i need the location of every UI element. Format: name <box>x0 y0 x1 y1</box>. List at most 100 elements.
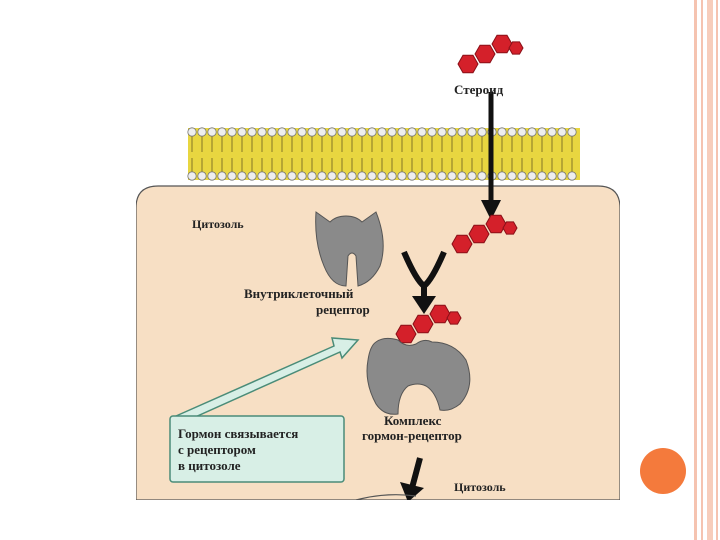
lipid-head <box>317 171 327 181</box>
lipid-head <box>307 127 317 137</box>
lipid-head <box>197 127 207 137</box>
lipid-head <box>427 127 437 137</box>
binding-arrow <box>401 250 447 314</box>
lipid-head <box>567 171 577 181</box>
lipid-head <box>557 171 567 181</box>
lipid-head <box>377 171 387 181</box>
lipid-head <box>517 171 527 181</box>
steroid-molecule-cytosol <box>451 214 518 254</box>
lipid-head <box>327 171 337 181</box>
lipid-head <box>307 171 317 181</box>
lipid-head <box>457 127 467 137</box>
label-receptor-line2: рецептор <box>316 302 370 317</box>
lipid-head <box>377 127 387 137</box>
lipid-head <box>547 127 557 137</box>
lipid-head <box>367 127 377 137</box>
lipid-head <box>467 127 477 137</box>
lipid-head <box>427 171 437 181</box>
lipid-head <box>357 127 367 137</box>
lipid-head <box>497 127 507 137</box>
steroid-ring <box>446 311 462 325</box>
steroid-ring <box>485 214 507 234</box>
steroid-ring <box>491 34 513 54</box>
intracellular-receptor-shape <box>315 211 384 287</box>
lipid-head <box>297 127 307 137</box>
lipid-head <box>227 171 237 181</box>
lipid-head <box>217 127 227 137</box>
lipid-head <box>267 171 277 181</box>
lipid-head <box>447 127 457 137</box>
callout-text-line3: в цитозоле <box>178 458 241 473</box>
cell-membrane <box>187 127 580 181</box>
steroid-ring <box>468 224 490 244</box>
label-complex-line1: Комплекс <box>384 413 442 428</box>
lipid-head <box>317 127 327 137</box>
steroid-molecule-bound <box>395 304 462 344</box>
lipid-head <box>497 171 507 181</box>
lipid-head <box>447 171 457 181</box>
accent-circle <box>640 448 686 494</box>
steroid-ring <box>395 324 417 344</box>
lipid-head <box>237 171 247 181</box>
lipid-head <box>547 171 557 181</box>
lipid-head <box>287 171 297 181</box>
lipid-head <box>397 171 407 181</box>
lipid-head <box>187 171 197 181</box>
lipid-head <box>337 127 347 137</box>
lipid-head <box>507 171 517 181</box>
steroid-molecule-outside <box>457 34 524 74</box>
label-cytosol-top: Цитозоль <box>192 217 244 231</box>
lipid-head <box>327 127 337 137</box>
lipid-head <box>337 171 347 181</box>
lipid-head <box>287 127 297 137</box>
callout-text-line1: Гормон связывается <box>178 426 298 441</box>
lipid-head <box>347 127 357 137</box>
lipid-head <box>277 171 287 181</box>
lipid-head <box>197 171 207 181</box>
nucleus-edge <box>355 494 417 500</box>
lipid-head <box>407 127 417 137</box>
lipid-head <box>417 127 427 137</box>
lipid-head <box>207 127 217 137</box>
lipid-head <box>207 171 217 181</box>
lipid-head <box>537 127 547 137</box>
steroid-hormone-diagram: Стероид Цитозоль Внутриклеточный рецепто… <box>136 30 620 500</box>
lipid-head <box>507 127 517 137</box>
callout-pointer-arrow <box>174 337 360 423</box>
entry-arrow <box>481 92 501 220</box>
label-complex-line2: гормон-рецептор <box>362 428 462 443</box>
lipid-head <box>397 127 407 137</box>
lipid-head <box>437 171 447 181</box>
lipid-head <box>527 171 537 181</box>
hormone-receptor-complex-shape <box>366 337 471 415</box>
lipid-head <box>527 127 537 137</box>
lipid-heads <box>187 127 577 181</box>
steroid-ring <box>508 41 524 55</box>
lipid-head <box>387 127 397 137</box>
lipid-head <box>247 171 257 181</box>
decorative-border-stripes <box>690 0 720 540</box>
lipid-head <box>467 171 477 181</box>
lipid-head <box>417 171 427 181</box>
lipid-head <box>217 171 227 181</box>
lipid-head <box>437 127 447 137</box>
label-steroid: Стероид <box>454 82 504 97</box>
lipid-head <box>387 171 397 181</box>
label-receptor-line1: Внутриклеточный <box>244 286 354 301</box>
lipid-head <box>557 127 567 137</box>
lipid-head <box>477 127 487 137</box>
steroid-ring <box>412 314 434 334</box>
steroid-ring <box>451 234 473 254</box>
lipid-head <box>187 127 197 137</box>
callout-text-line2: с рецептором <box>178 442 256 457</box>
lipid-head <box>517 127 527 137</box>
lipid-head <box>457 171 467 181</box>
lipid-head <box>367 171 377 181</box>
steroid-ring <box>502 221 518 235</box>
lipid-head <box>227 127 237 137</box>
label-cytosol-bottom: Цитозоль <box>454 480 506 494</box>
lipid-head <box>407 171 417 181</box>
lipid-head <box>297 171 307 181</box>
lipid-head <box>237 127 247 137</box>
